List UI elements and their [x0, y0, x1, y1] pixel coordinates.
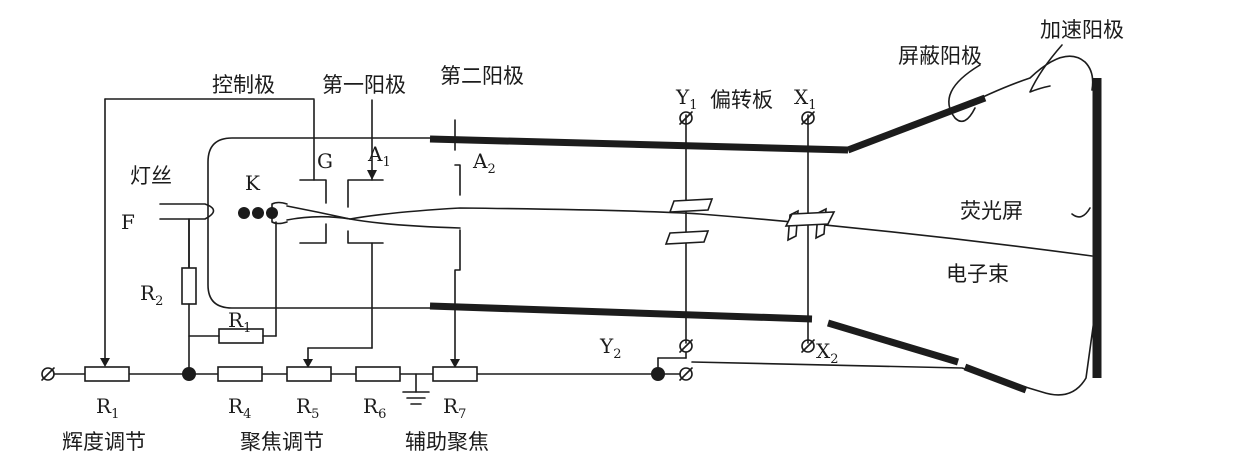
symbol-y1: Y1	[675, 85, 697, 113]
label-first-anode: 第一阳极	[322, 73, 406, 97]
resistor-r5	[286, 366, 332, 382]
cathode-coil-2	[252, 207, 264, 219]
resistor-r1	[84, 366, 130, 382]
label-r5: R5	[296, 394, 319, 422]
label-aux-focus: 辅助聚焦	[405, 430, 489, 454]
label-accel-anode: 加速阳极	[1040, 18, 1124, 42]
r7-wiper-arrow	[450, 359, 460, 368]
first-anode-electrode	[347, 179, 384, 244]
label-r4: R4	[228, 394, 251, 422]
left-end-terminal	[41, 367, 55, 381]
label-phosphor-screen: 荧光屏	[960, 199, 1023, 223]
first-anode-arrow	[367, 170, 377, 180]
label-r1: R1	[96, 394, 119, 422]
phosphor-screen-pointer	[1071, 207, 1091, 218]
y-deflection-plate-bottom	[664, 230, 710, 245]
r1-wiper-arrow	[100, 358, 110, 367]
electron-beam-lower	[286, 215, 461, 229]
label-r7: R7	[443, 394, 466, 422]
symbol-x2: X2	[816, 339, 839, 367]
second-anode-electrode	[454, 138, 461, 306]
r5-wiper-arrow	[303, 359, 313, 368]
control-grid-electrode	[299, 179, 327, 244]
resistor-r6	[355, 366, 401, 382]
x1-terminal	[801, 111, 815, 125]
right-end-terminal-slash	[679, 367, 693, 381]
symbol-a1: A1	[367, 142, 391, 170]
symbol-k: K	[245, 171, 261, 195]
y-deflection-plate-top	[668, 198, 714, 213]
x2-to-accel-wire	[691, 319, 1095, 396]
label-electron-beam: 电子束	[946, 262, 1009, 286]
symbol-g: G	[317, 149, 333, 173]
label-deflection-plates: 偏转板	[710, 88, 773, 112]
x2-terminal	[801, 339, 815, 353]
label-r6: R6	[363, 394, 386, 422]
symbol-x1: X1	[794, 85, 817, 113]
x1-terminal-slash	[801, 111, 815, 125]
y2-terminal-slash	[679, 339, 693, 353]
cathode-coil-1	[238, 207, 250, 219]
tube-lower-flare-1	[826, 319, 960, 366]
label-r2: R2	[140, 281, 163, 309]
symbol-a2: A2	[472, 149, 496, 177]
shield-anode-pointer	[948, 64, 981, 123]
cathode-coil-3	[266, 207, 278, 219]
x-deflection-plate-top	[784, 211, 836, 227]
resistor-r2	[181, 267, 197, 305]
label-second-anode: 第二阳极	[440, 64, 524, 88]
label-control-grid: 控制极	[212, 73, 275, 97]
label-shield-anode: 屏蔽阳极	[898, 44, 982, 68]
accel-anode-pointer	[1029, 44, 1063, 93]
tube-lower-wall	[429, 302, 813, 323]
left-end-terminal-slash	[41, 367, 55, 381]
symbol-f: F	[121, 210, 135, 234]
label-filament: 灯丝	[130, 164, 172, 188]
tube-upper-wall	[429, 135, 849, 154]
y1-terminal	[679, 111, 693, 125]
symbol-y2: Y2	[599, 334, 621, 362]
label-brightness-adjust: 辉度调节	[62, 430, 146, 454]
label-r1-tube: R1	[228, 308, 251, 336]
filament-loop	[159, 203, 215, 220]
y1-terminal-slash	[679, 111, 693, 125]
accel-anode-lead	[959, 55, 1094, 109]
x2-terminal-slash	[801, 339, 815, 353]
resistor-r4	[217, 366, 263, 382]
label-focus-adjust: 聚焦调节	[240, 430, 324, 454]
tube-envelope-outline	[207, 137, 431, 309]
resistor-r7	[432, 366, 478, 382]
